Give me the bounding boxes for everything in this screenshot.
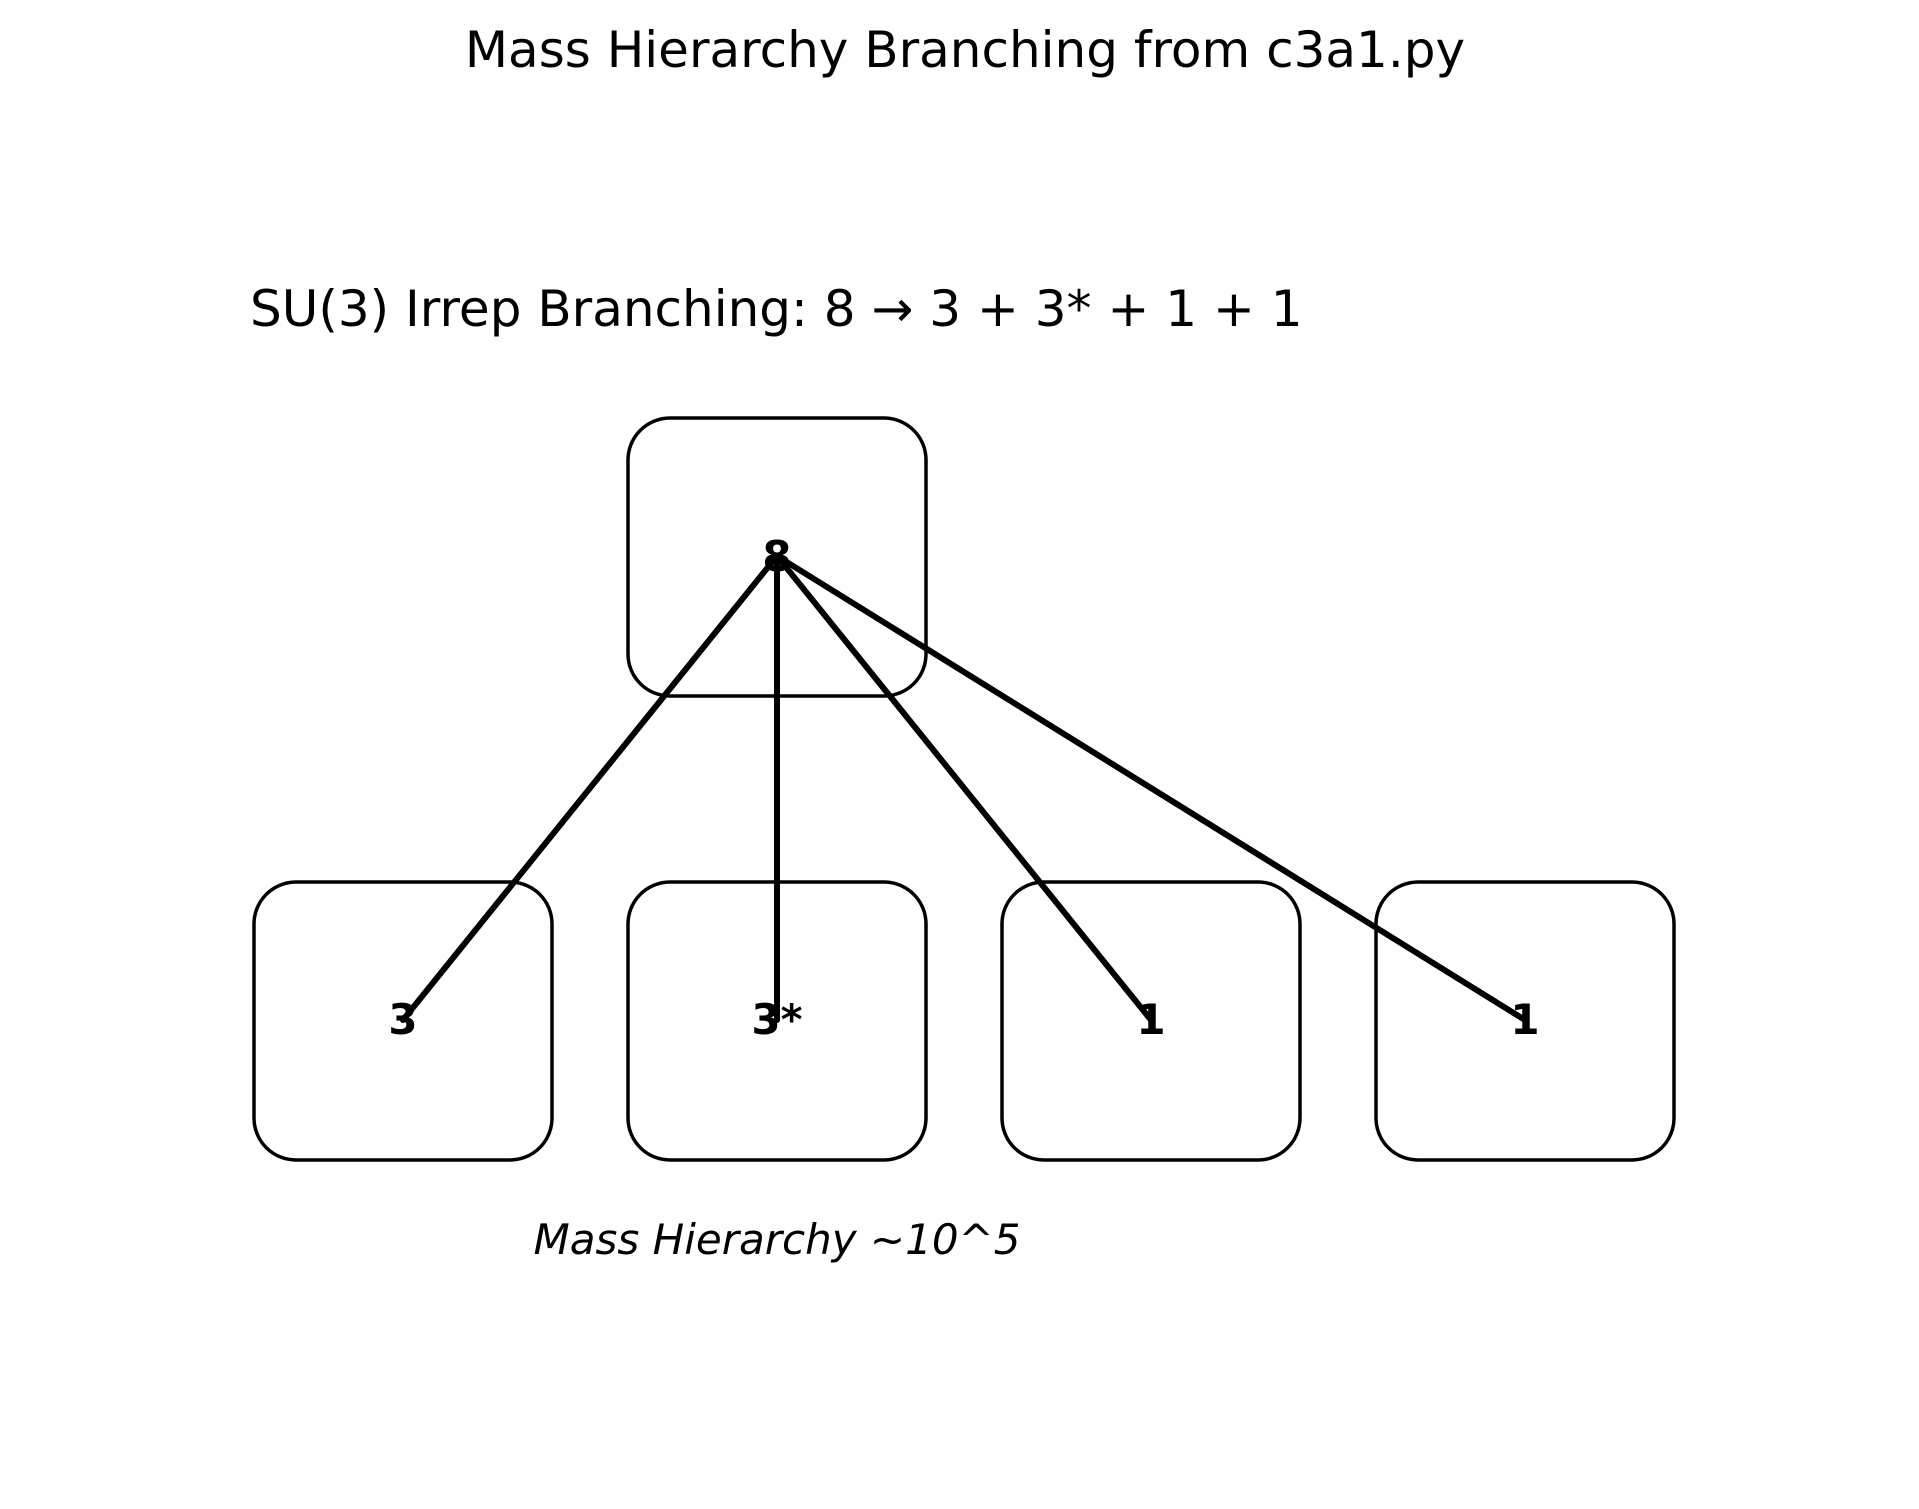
edge-root-to-1b [774,553,1528,1023]
edge-root-to-3 [400,553,780,1023]
edge-root-to-1a [774,553,1154,1023]
mass-hierarchy-annotation: Mass Hierarchy ~10^5 [534,1215,1021,1264]
diagram-title: Mass Hierarchy Branching from c3a1.py [465,21,1465,79]
diagram-subtitle: SU(3) Irrep Branching: 8 → 3 + 3* + 1 + … [250,280,1303,338]
